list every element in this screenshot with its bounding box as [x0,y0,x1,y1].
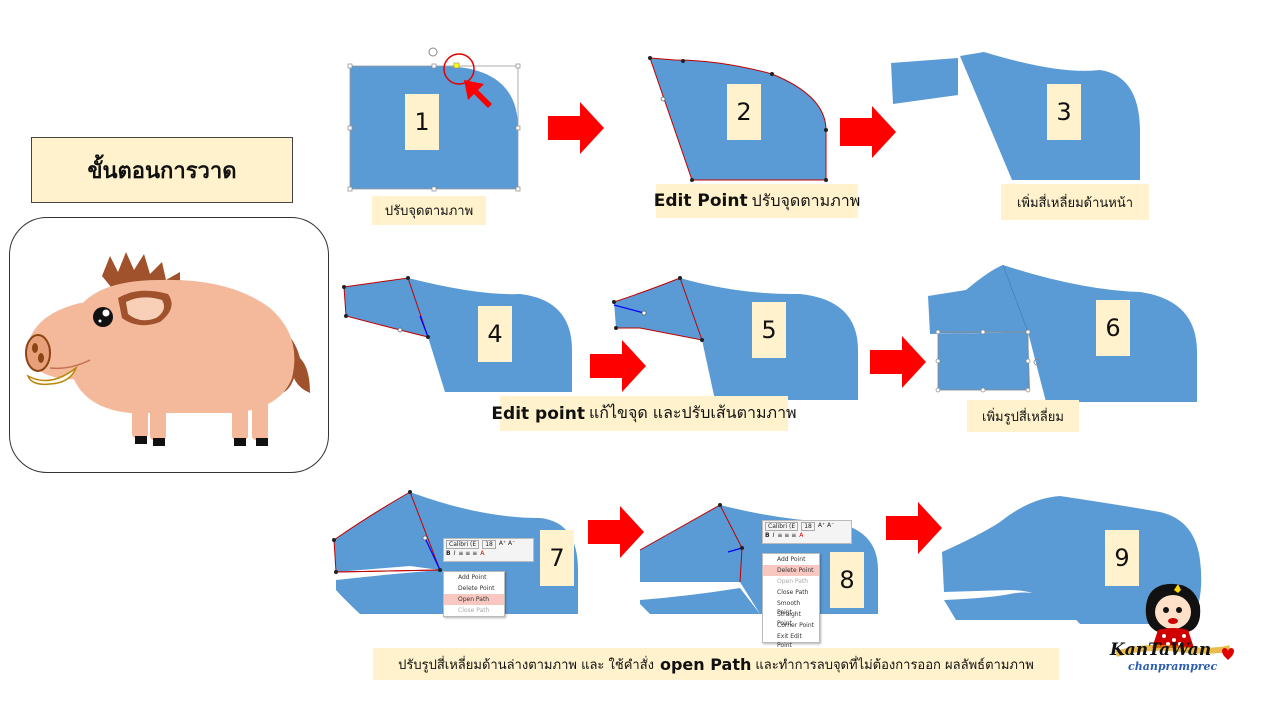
brand-logo: KanTaWan chanpramprec [1108,578,1238,678]
menu8-delete-point: Delete Point [763,565,819,576]
menu8-straight-point: Straight Point [777,611,801,627]
step-5-number: 5 [752,302,786,358]
step-2-caption: Edit Point ปรับจุดตามภาพ [653,184,861,218]
menu8-add-point: Add Point [777,556,806,563]
font-size-box-8: 18 [801,522,815,531]
grow-font-icon: A⁺ A⁻ [498,540,516,547]
step-2-number: 2 [727,84,761,140]
align-icon: ≡ ≡ ≡ [458,550,478,557]
boar-illustration [25,252,310,446]
brand-subtitle: chanpramprec [1128,660,1218,673]
flow-arrows [548,102,942,558]
mascot-girl-icon [1115,583,1234,660]
step-789-caption-post: และทำการลบจุดที่ไม่ต้องการออก ผลลัพธ์ตาม… [755,657,1034,673]
step-4-shape [342,276,572,392]
bold-icon: B [446,550,451,557]
step-1-caption: ปรับจุดตามภาพ [372,196,486,225]
step-6-shape [928,264,1197,402]
step-6-caption: เพิ่มรูปสี่เหลี่ยม [967,400,1079,432]
menu-item-delete-point: Delete Point [458,585,495,592]
menu-item-close-path: Close Path [458,607,490,614]
step-789-caption-pre: ปรับรูปสี่เหลี่ยมด้านล่างตามภาพ และ ใช้ค… [398,657,654,673]
step-789-caption: ปรับรูปสี่เหลี่ยมด้านล่างตามภาพ และ ใช้ค… [373,648,1059,680]
step-45-caption-text: แก้ไขจุด และปรับเส้นตามภาพ [588,403,797,422]
font-size-box: 18 [482,540,496,549]
step-789-caption-bold: open Path [659,654,752,674]
step-8-number: 8 [830,552,864,608]
step-3-shape [891,52,1140,180]
menu-item-open-path: Open Path [444,594,504,605]
boar-illustration-frame [9,217,329,473]
step-5-shape [612,276,858,400]
grow-font-icon-8: A⁺ A⁻ [817,522,835,529]
page-title: ขั้นตอนการวาด [31,137,293,203]
step-9-number: 9 [1105,530,1139,586]
step-7-number: 7 [540,530,574,586]
step-45-caption-bold: Edit point [491,403,585,424]
step-2-caption-bold: Edit Point [653,191,748,211]
step-2-caption-text: ปรับจุดตามภาพ [751,190,861,210]
step-1-number: 1 [405,94,439,150]
menu8-corner-point: Corner Point [777,622,814,629]
menu8-exit-edit-point: Exit Edit Point [777,633,802,649]
menu8-open-path: Open Path [777,578,809,585]
step-6-number: 6 [1096,300,1130,356]
bold-icon-8: B [765,532,770,539]
menu-item-add-point: Add Point [458,574,487,581]
step-8-context-menu: Add Point Delete Point Open Path Close P… [762,553,820,649]
step-9-shape [942,496,1202,624]
step-3-caption: เพิ่มสี่เหลี่ยมด้านหน้า [1001,184,1149,220]
align-icon-8: ≡ ≡ ≡ [777,532,797,539]
font-color-icon-8: A [799,532,804,539]
step-4-number: 4 [478,306,512,362]
step-7-context-menu: Add Point Delete Point Open Path Close P… [443,571,505,617]
menu8-smooth-point: Smooth Point [777,600,801,616]
font-name-box-8: Calibri (E [765,522,799,531]
font-color-icon: A [480,550,485,557]
italic-icon-8: I [772,532,775,539]
step-45-caption: Edit point แก้ไขจุด และปรับเส้นตามภาพ [491,396,797,431]
menu8-close-path: Close Path [777,589,809,596]
step-3-number: 3 [1047,84,1081,140]
brand-name: KanTaWan [1110,640,1212,660]
font-name-box: Calibri (E [446,540,480,549]
italic-icon: I [453,550,456,557]
